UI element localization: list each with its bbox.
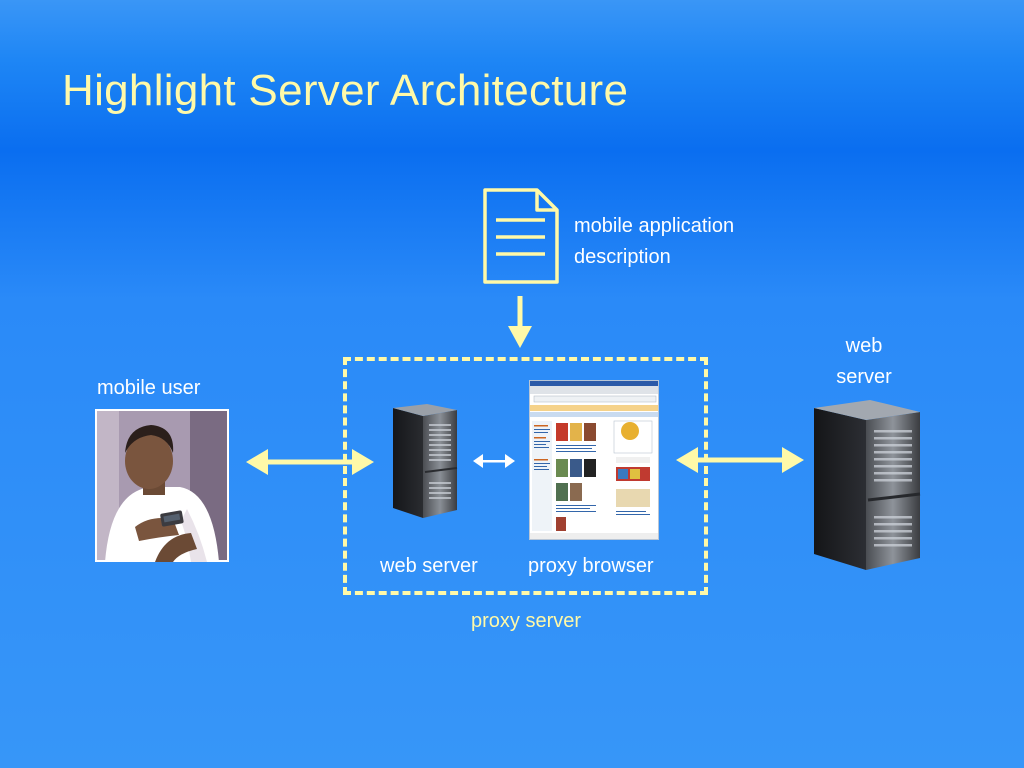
server-tower-icon (393, 404, 458, 518)
document-label-line1: mobile application (574, 215, 735, 237)
browser-screenshot (529, 380, 659, 540)
proxy-server-boundary (343, 357, 708, 595)
proxy-browser-label: proxy browser (528, 555, 654, 577)
document-icon (483, 188, 559, 284)
double-arrow-small-icon (473, 454, 515, 468)
mobile-user-label: mobile user (97, 377, 201, 399)
proxy-server-label: proxy server (470, 610, 582, 632)
remote-web-server-label-line1: web (845, 335, 883, 357)
slide-title: Highlight Server Architecture (62, 66, 629, 115)
mobile-user-photo (95, 409, 229, 562)
proxy-web-server-label: web server (380, 555, 478, 577)
document-label-line2: description (574, 246, 671, 268)
server-tower-icon (814, 400, 921, 570)
remote-web-server-label-line2: server (836, 366, 892, 388)
double-arrow-user-proxy-icon (246, 449, 374, 475)
double-arrow-proxy-server-icon (676, 447, 804, 473)
arrow-down-icon (508, 296, 532, 348)
